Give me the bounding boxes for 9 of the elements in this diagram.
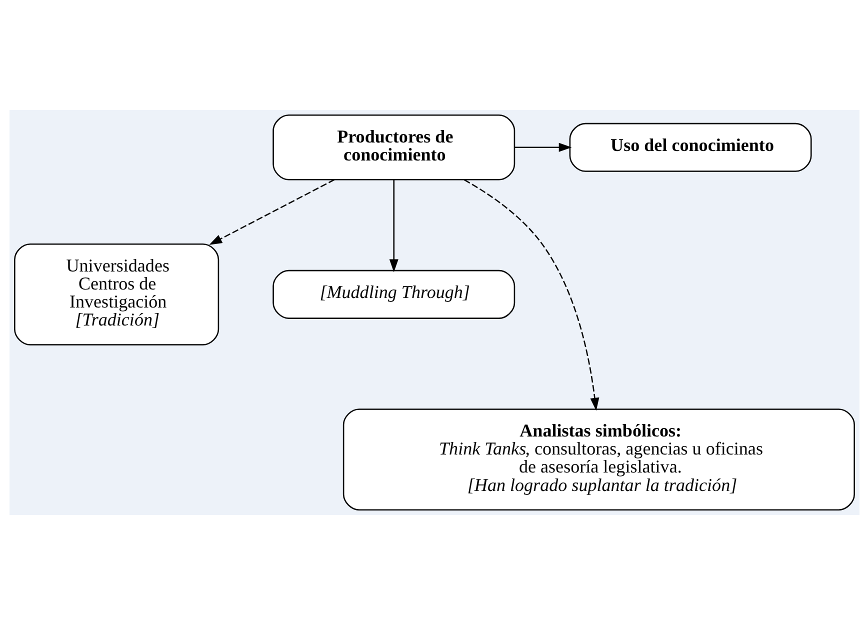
node-box: Universidades Centros de Investigación [Tradición] <box>14 243 219 345</box>
node-box: [Muddling Through] <box>272 269 515 318</box>
node-box: Productores de conocimiento <box>272 114 515 180</box>
arrow <box>463 178 599 410</box>
arrow <box>208 178 334 244</box>
node-box: Analistas simbólicos: Think Tanks, consultoras, agencias u oficinas de asesoría legislativa. [Han logrado suplantar la tradición] <box>342 408 854 510</box>
arrow <box>514 142 572 152</box>
node-box: Uso del conocimiento <box>568 122 812 172</box>
arrow <box>388 179 398 272</box>
